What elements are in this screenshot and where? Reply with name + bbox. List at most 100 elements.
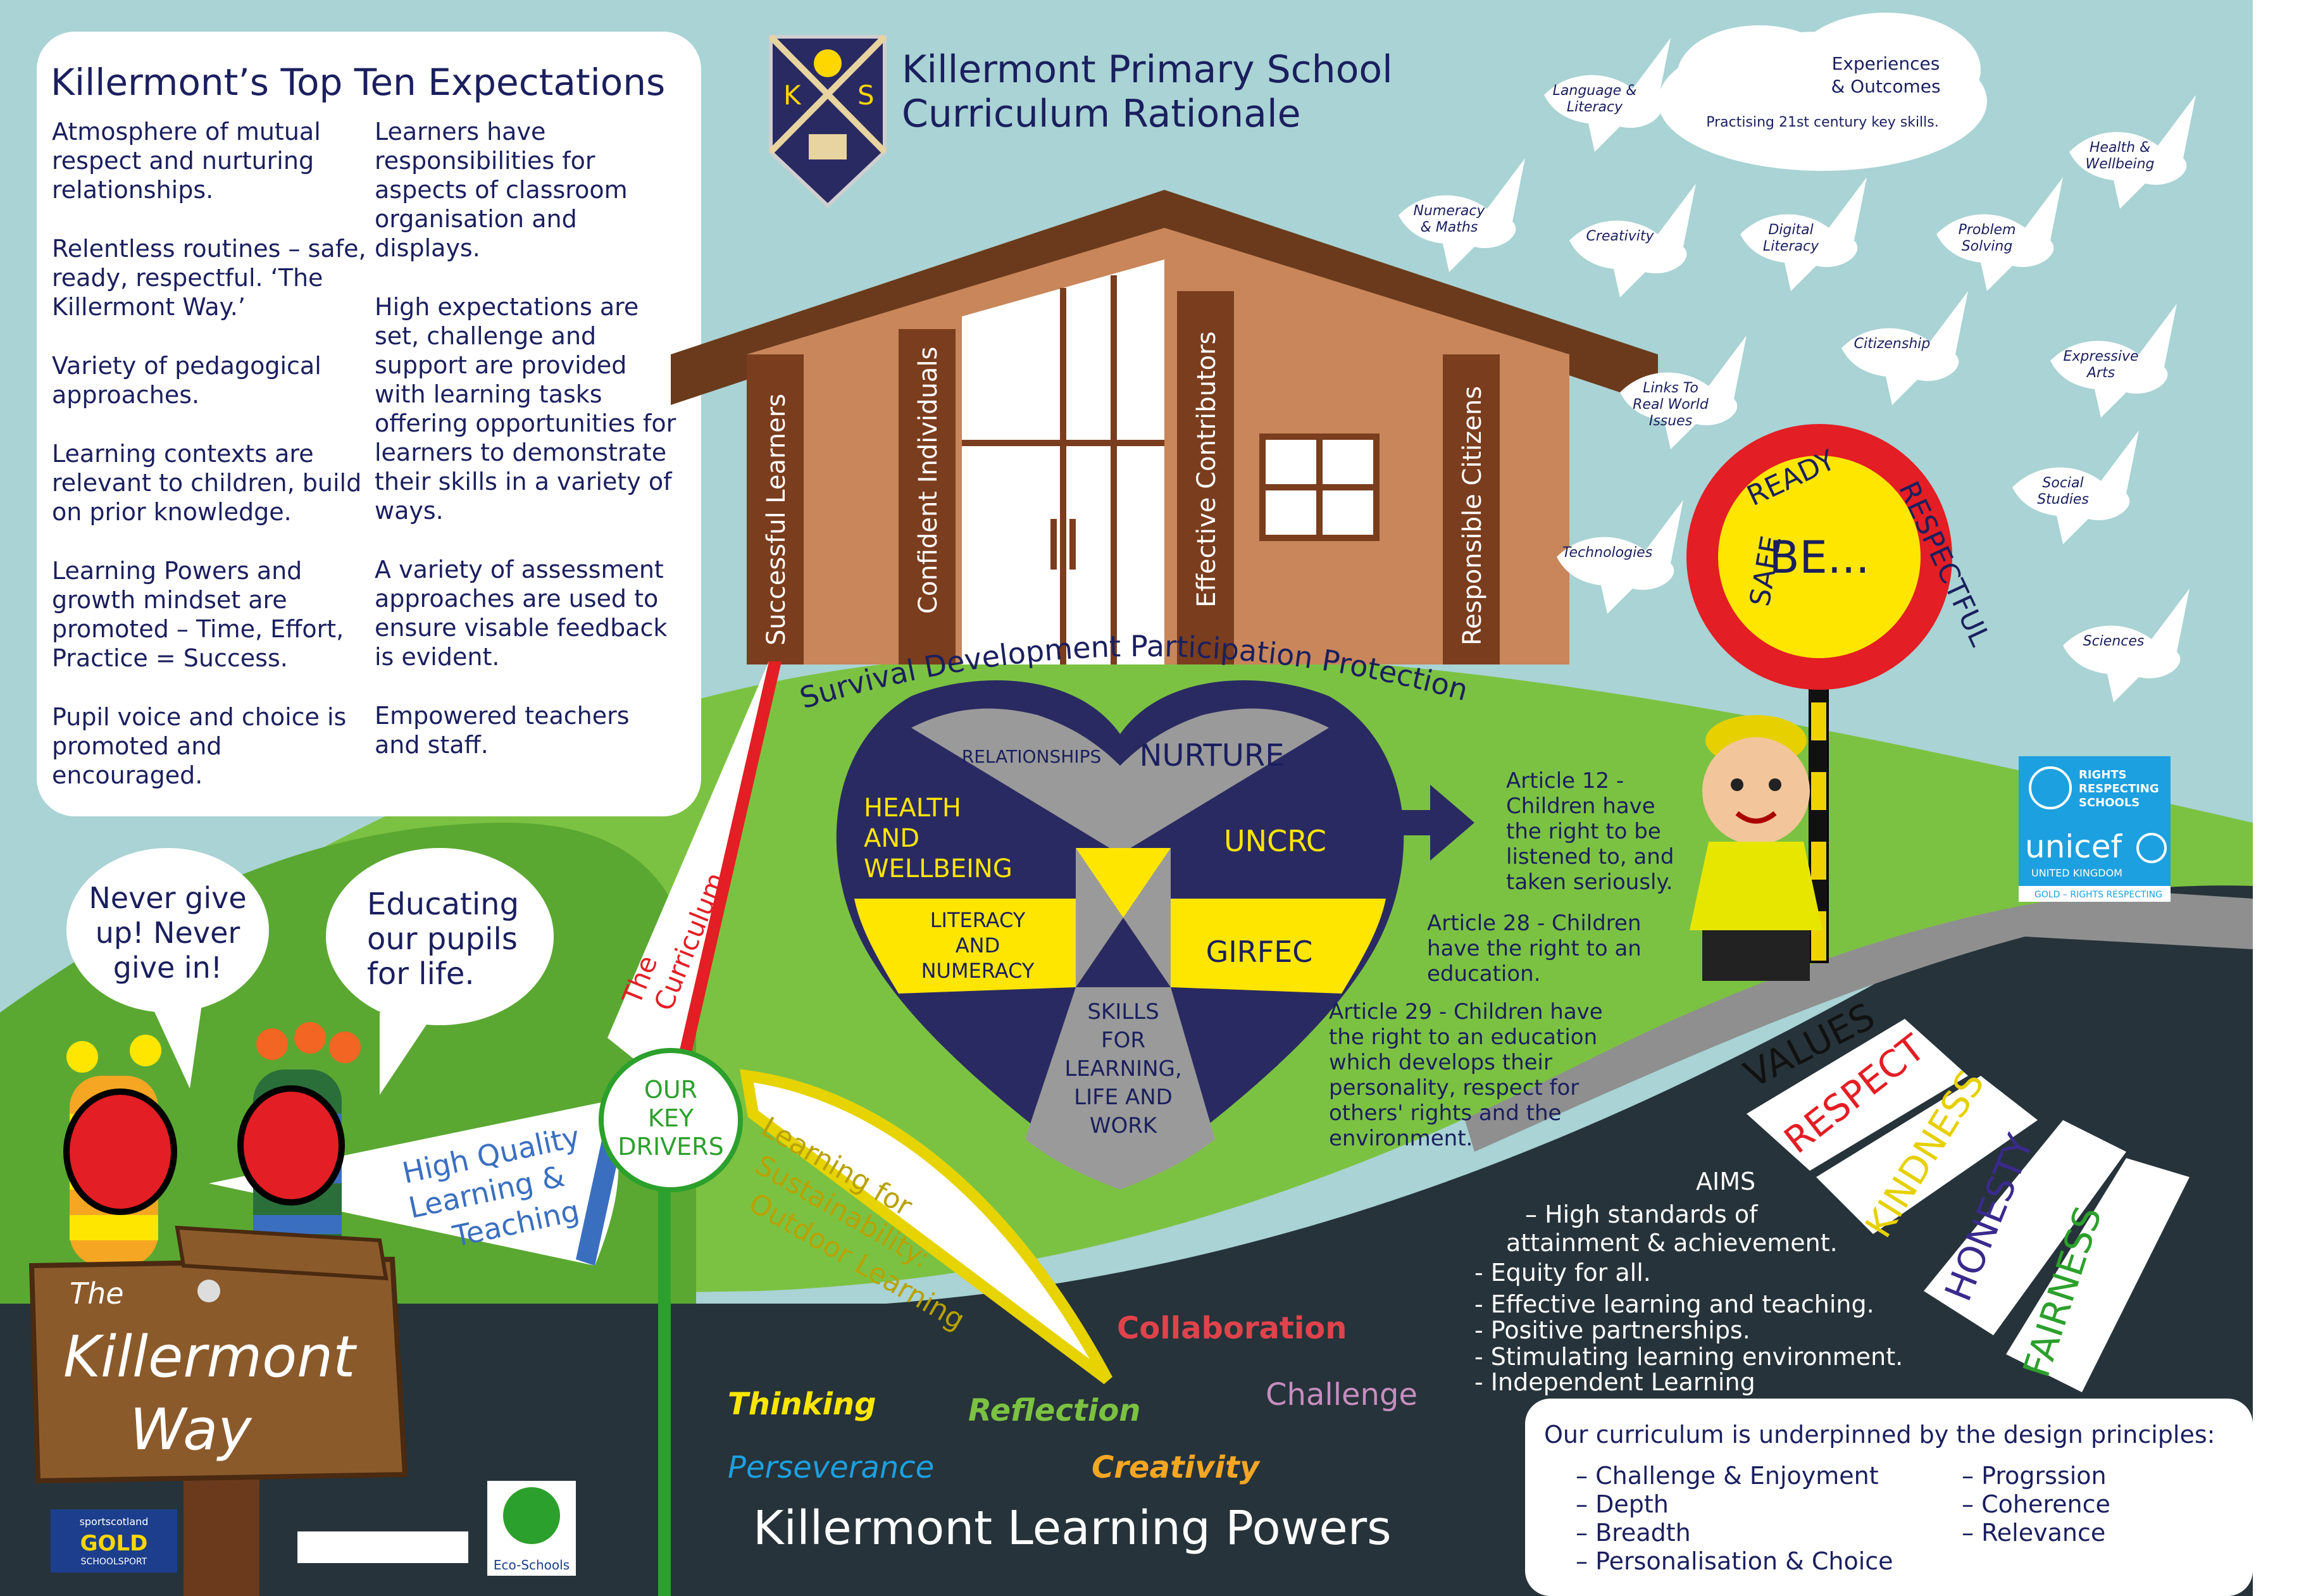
bird-icon: Numeracy& Maths — [1399, 158, 1525, 272]
tree-icon — [503, 1487, 560, 1544]
signpost-name-line1: Killermont — [63, 1324, 358, 1390]
aim-5: - Positive partnerships. — [1474, 1316, 1750, 1344]
power-perseverance: Perseverance — [728, 1450, 934, 1485]
heart-skills-line3: LEARNING, — [1064, 1056, 1181, 1082]
heart-relationships: RELATIONSHIPS — [962, 746, 1101, 767]
drivers-hub — [599, 1048, 743, 1192]
hq-sail — [209, 1101, 619, 1266]
expectations-left-column: Atmosphere of mutual respect and nurturi… — [52, 117, 368, 820]
bird-label: Issues — [1649, 413, 1692, 429]
blank-label — [297, 1531, 468, 1563]
drivers-green-pole — [658, 1139, 671, 1596]
rights-icon — [2029, 766, 2072, 809]
heart-health-line1: HEALTH — [864, 794, 961, 823]
bird-label: Literacy — [1763, 239, 1819, 254]
aim-2: attainment & achievement. — [1506, 1229, 1838, 1257]
article29-line2: the right to an education — [1329, 1025, 1597, 1050]
bird-label: Language & — [1553, 83, 1637, 99]
literacy-sector — [854, 899, 1076, 994]
learning-powers-title: Killermont Learning Powers — [753, 1501, 1392, 1555]
design-title: Our curriculum is underpinned by the des… — [1544, 1421, 2215, 1449]
girfec-sector — [1171, 899, 1386, 994]
speech-left-line3: give in! — [113, 951, 223, 985]
article12-line5: taken seriously. — [1506, 870, 1673, 895]
expectation-item: Learners have responsibilities for aspec… — [375, 118, 628, 262]
pillar-label-effective: Effective Contributors — [1192, 332, 1221, 608]
sport-badge-line1: sportscotland — [80, 1516, 149, 1528]
power-collaboration: Collaboration — [1117, 1311, 1347, 1346]
expectation-item: Relentless routines – safe, ready, respe… — [52, 235, 366, 321]
unicef-brand: unicef — [2025, 828, 2123, 865]
bird-icon: Sciences — [2063, 589, 2190, 702]
house-pillar-2 — [899, 329, 956, 664]
learning-powers: Collaboration Thinking Reflection Challe… — [728, 1311, 1417, 1555]
unicef-badge: RIGHTS RESPECTING SCHOOLS unicef UNITED … — [2019, 756, 2171, 902]
house-pillar-4 — [1443, 354, 1500, 664]
lollipop-face — [1718, 456, 1921, 658]
expectation-item: Variety of pedagogical approaches. — [52, 352, 321, 409]
bird-label: Digital — [1768, 222, 1813, 238]
house-pillar-3 — [1177, 291, 1234, 664]
design-right-1: – Progrssion — [1962, 1462, 2107, 1490]
unicef-globe-icon — [2136, 833, 2167, 863]
bird-label: Citizenship — [1854, 336, 1931, 352]
heart-skills-line5: WORK — [1090, 1113, 1158, 1138]
expectation-item: Pupil voice and choice is promoted and e… — [52, 703, 347, 789]
unicef-award: GOLD – RIGHTS RESPECTING — [2034, 890, 2162, 900]
crest-letter-k: K — [783, 80, 802, 111]
uncrc-articles: Article 12 - Children have the right to … — [1329, 768, 1674, 1151]
speech-left-line2: up! Never — [96, 916, 240, 950]
key-drivers: The Curriculum High Quality Learning & T… — [209, 661, 1112, 1596]
design-left-3: – Breadth — [1576, 1519, 1691, 1547]
bird-icon: Citizenship — [1841, 291, 1968, 405]
unicef-country: UNITED KINGDOM — [2031, 867, 2122, 879]
aim-7: - Independent Learning — [1474, 1368, 1755, 1396]
sock-puppet-right — [237, 1022, 361, 1278]
nurture-sector — [1120, 708, 1329, 854]
curriculum-red-line — [671, 661, 782, 1088]
bird-label: Literacy — [1567, 99, 1623, 115]
bird-label: Solving — [1962, 239, 2013, 254]
aim-3: - Equity for all. — [1474, 1259, 1651, 1287]
curriculum-sail — [607, 661, 769, 1088]
crossing-patrol-person — [1690, 715, 1822, 981]
lollipop-center: BE... — [1769, 532, 1869, 583]
school-crest: K S — [768, 34, 887, 209]
bird-label: Arts — [2086, 365, 2115, 381]
heart-literacy-line3: NUMERACY — [921, 959, 1035, 983]
article28-line2: have the right to an — [1427, 936, 1642, 961]
bird-icon: Health &Wellbeing — [2069, 95, 2196, 209]
expectations-panel — [37, 32, 701, 816]
unicef-line1: RIGHTS — [2079, 768, 2127, 782]
cloud-title-line2: & Outcomes — [1831, 76, 1940, 97]
article28-line3: education. — [1427, 961, 1541, 987]
signpost-the: The — [70, 1276, 124, 1311]
bird-icon: Language &Literacy — [1544, 38, 1671, 152]
drivers-hub-line3: DRIVERS — [618, 1133, 723, 1161]
heart-literacy-line2: AND — [956, 933, 1000, 957]
crest-letter-s: S — [857, 80, 875, 111]
bird-label: Studies — [2037, 492, 2089, 508]
heart-literacy-line1: LITERACY — [930, 908, 1026, 932]
drivers-hub-line1: OUR — [644, 1076, 697, 1104]
expectations-right-column: Learners have responsibilities for aspec… — [375, 117, 678, 789]
article29-line1: Article 29 - Children have — [1329, 999, 1603, 1025]
house-pillar-1 — [747, 354, 804, 664]
heart-nurture: NURTURE — [1139, 738, 1284, 773]
arrow-right-icon — [1386, 785, 1474, 861]
heart-girfec: GIRFEC — [1206, 935, 1313, 969]
cloud-subtitle: Practising 21st century key skills. — [1706, 115, 1939, 130]
aims-label: AIMS — [1696, 1168, 1755, 1195]
design-right-2: – Coherence — [1962, 1490, 2110, 1518]
speech-bubble-left: Never give up! Never give in! — [66, 848, 269, 1088]
sportscotland-badge: sportscotland GOLD SCHOOLSPORT — [51, 1509, 177, 1573]
page-title-line2: Curriculum Rationale — [902, 92, 1301, 136]
bird-label: Social — [2042, 475, 2083, 491]
eco-schools-badge: Eco-Schools — [487, 1481, 576, 1576]
article29-line4: personality, respect for — [1329, 1075, 1579, 1100]
unicef-line3: SCHOOLS — [2079, 796, 2140, 809]
